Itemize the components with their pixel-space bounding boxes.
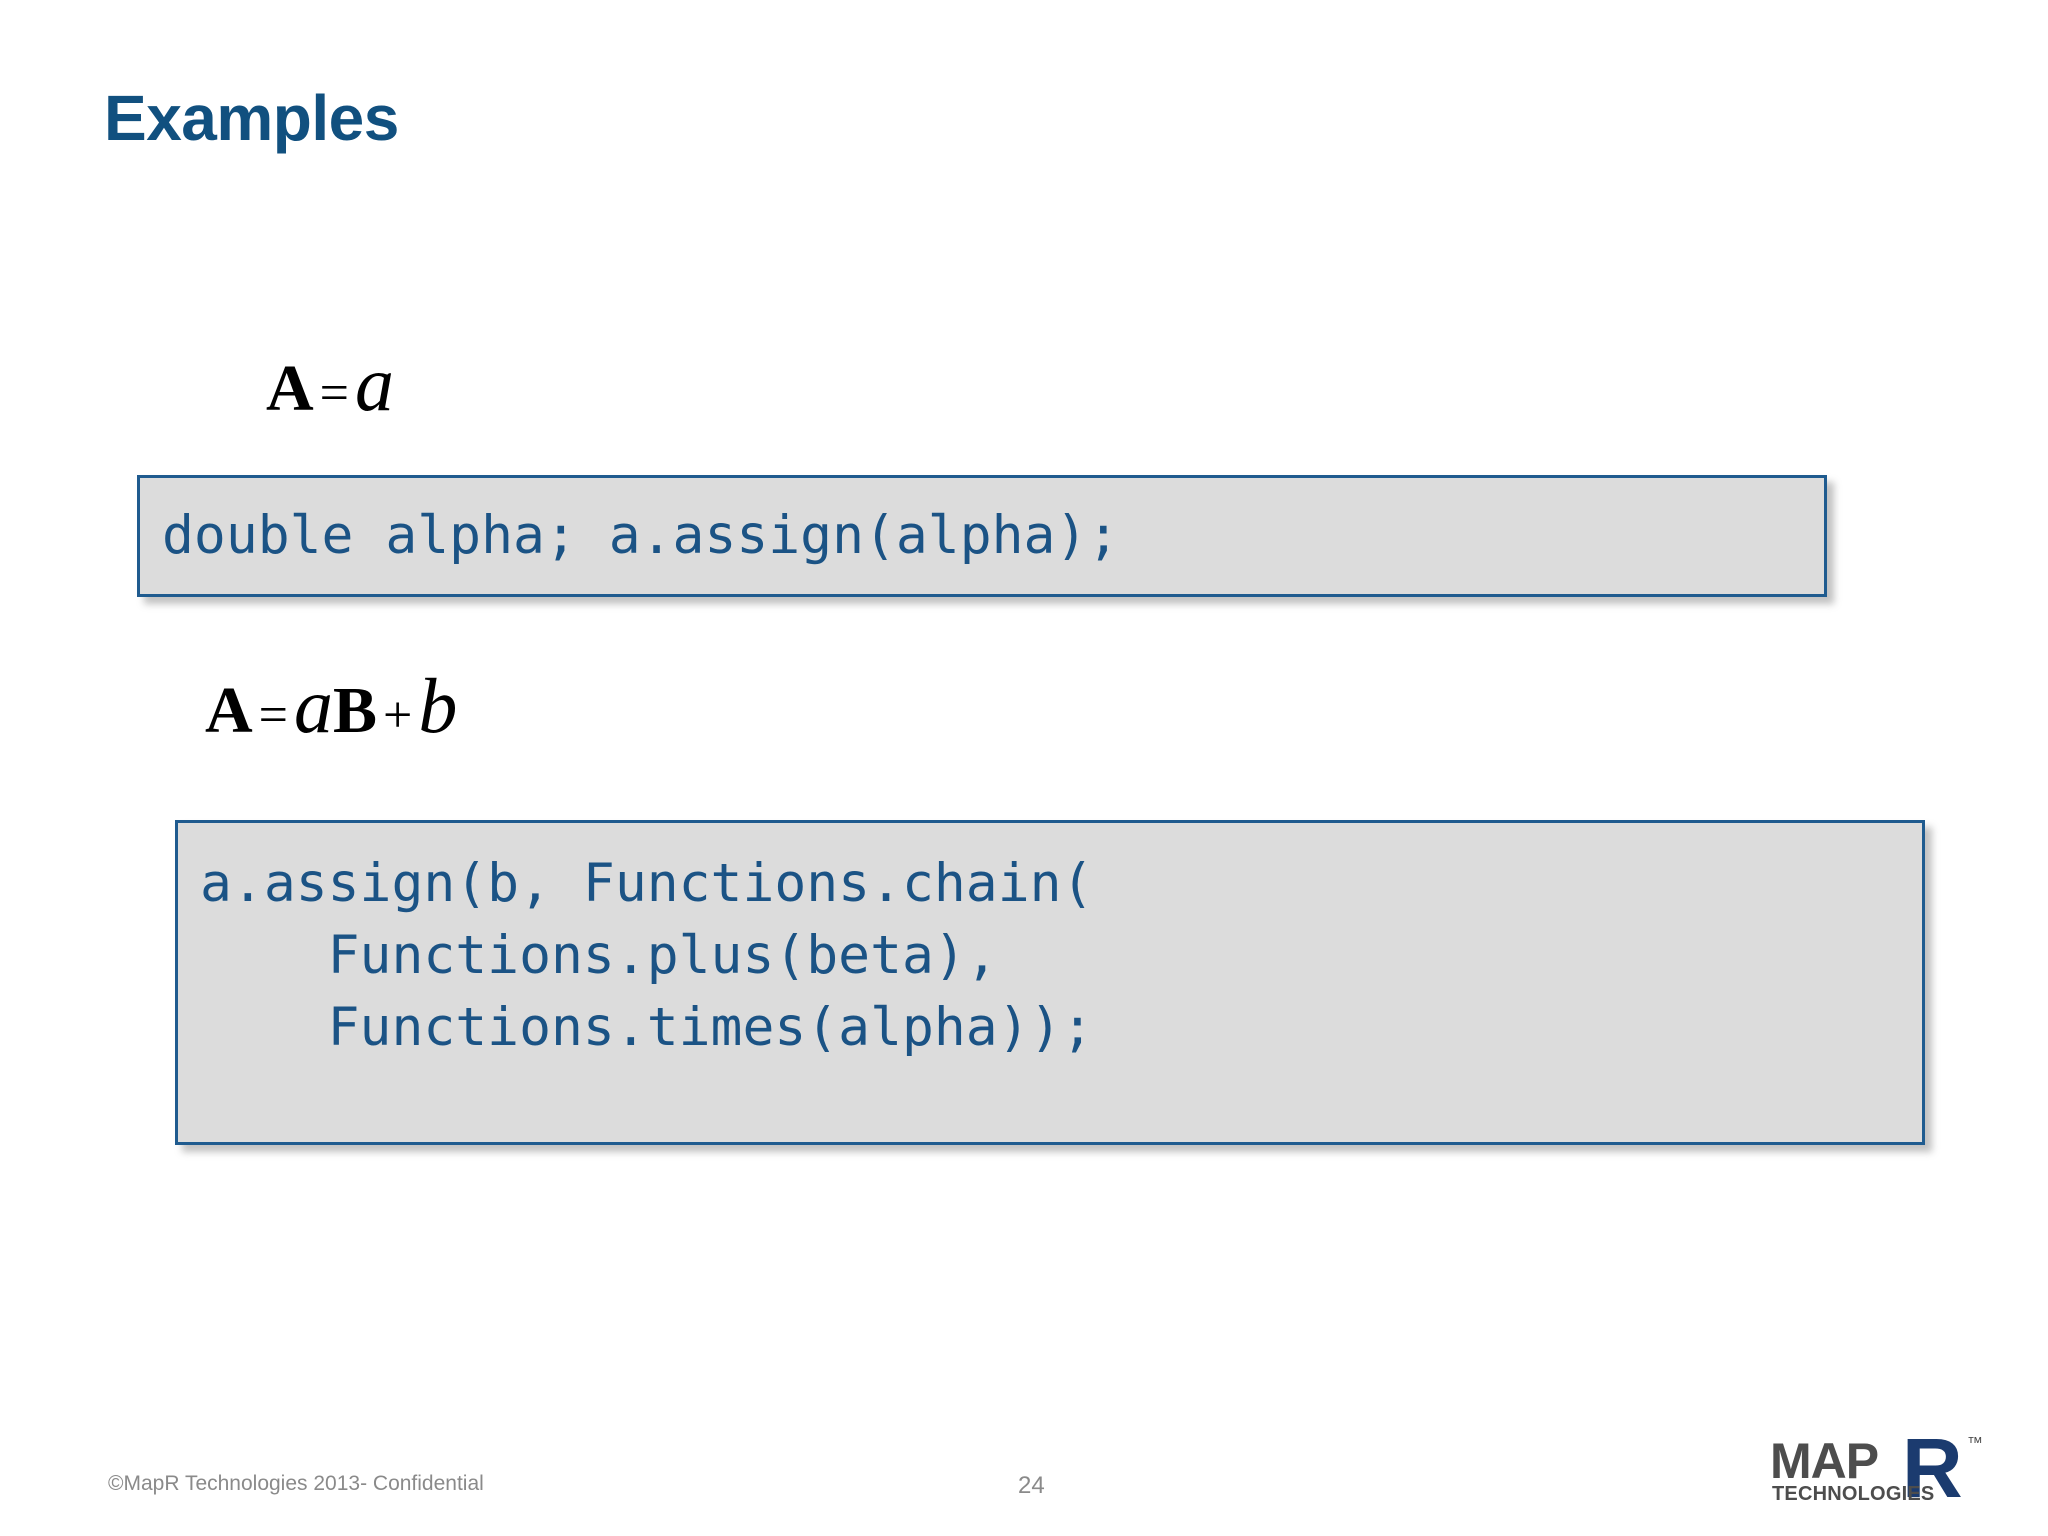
- code-block-2-text: a.assign(b, Functions.chain( Functions.p…: [200, 853, 1094, 1059]
- page-number: 24: [1018, 1472, 1045, 1499]
- footer-copyright: ©MapR Technologies 2013- Confidential: [108, 1472, 484, 1495]
- code-block-assign-scalar: double alpha; a.assign(alpha);: [137, 475, 1827, 597]
- logo-trademark-symbol: ™: [1967, 1435, 1983, 1452]
- formula-1-matrix-a: A: [266, 352, 314, 425]
- formula-2-matrix-a: A: [205, 674, 253, 747]
- formula-a-equals-ab-plus-b: A=aB+b: [205, 667, 457, 745]
- formula-2-plus: +: [383, 687, 413, 744]
- code-block-assign-chain: a.assign(b, Functions.chain( Functions.p…: [175, 820, 1925, 1145]
- logo-map-text: MAP: [1770, 1433, 1879, 1489]
- formula-2-scalar-a: a: [294, 662, 333, 749]
- code-block-1-text: double alpha; a.assign(alpha);: [162, 505, 1120, 566]
- formula-2-scalar-b: b: [418, 662, 458, 749]
- formula-2-matrix-b: B: [333, 674, 378, 747]
- logo-r-letter: R: [1902, 1421, 1963, 1515]
- formula-2-equals: =: [258, 687, 288, 744]
- page-title: Examples: [104, 82, 399, 154]
- formula-1-scalar-a: a: [355, 340, 394, 427]
- mapr-logo: MAP R ™ TECHNOLOGIES: [1770, 1426, 2010, 1514]
- logo-technologies-text: TECHNOLOGIES: [1772, 1483, 1935, 1505]
- formula-a-equals-a: A=a: [266, 345, 394, 423]
- formula-1-equals: =: [319, 365, 349, 422]
